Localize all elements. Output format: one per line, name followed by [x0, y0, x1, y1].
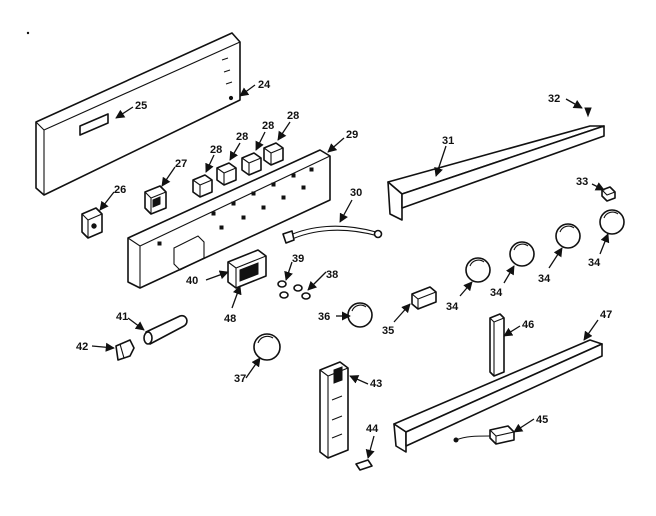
part-25-window-opening — [79, 113, 109, 136]
part-24-back-panel — [35, 32, 241, 196]
callout-40: 40 — [186, 275, 198, 287]
callout-30: 30 — [350, 187, 362, 199]
callout-28-a: 28 — [210, 144, 222, 156]
part-35-block — [411, 286, 437, 310]
callout-26: 26 — [114, 184, 126, 196]
part-37-knob — [253, 333, 281, 361]
callout-41: 41 — [116, 311, 128, 323]
callout-38: 38 — [326, 269, 338, 281]
part-27-bracket — [144, 185, 167, 215]
callout-32: 32 — [548, 93, 560, 105]
callout-47: 47 — [600, 309, 612, 321]
callout-34-d: 34 — [588, 257, 601, 269]
part-41-tube — [143, 314, 188, 345]
part-39-nuts — [277, 280, 289, 299]
part-31-rail — [387, 125, 605, 221]
callout-46: 46 — [522, 319, 534, 331]
callout-36: 36 — [318, 311, 330, 323]
callout-34-c: 34 — [538, 273, 551, 285]
callout-25: 25 — [135, 100, 147, 112]
part-29-control-panel — [127, 149, 331, 289]
part-30-wire-lead — [282, 225, 383, 244]
part-34-knob-3 — [555, 223, 581, 249]
part-28-switch-1 — [192, 174, 213, 198]
part-34-knob-2 — [509, 241, 535, 267]
part-32-screw — [584, 107, 592, 118]
part-44-cap — [355, 459, 373, 471]
callout-43: 43 — [370, 378, 382, 390]
part-42-fitting — [115, 339, 135, 361]
callout-37: 37 — [234, 373, 246, 385]
callout-27: 27 — [175, 158, 187, 170]
part-28-switch-4 — [263, 142, 284, 166]
callout-39: 39 — [292, 253, 304, 265]
callout-34-a: 34 — [446, 301, 459, 313]
part-45-plug — [453, 425, 515, 445]
part-28-switch-3 — [241, 152, 262, 176]
speck-mark — [26, 31, 30, 35]
part-34-knob-1 — [465, 257, 491, 283]
part-40-timer-housing — [227, 249, 267, 289]
callout-45: 45 — [536, 414, 548, 426]
part-28-switch-2 — [216, 162, 237, 186]
part-46-post — [489, 313, 505, 377]
callout-33: 33 — [576, 176, 588, 188]
leader-arrows — [91, 84, 610, 459]
callout-24: 24 — [258, 79, 271, 91]
part-47-bottom-rail — [393, 339, 603, 453]
callout-29: 29 — [346, 129, 358, 141]
callout-34-b: 34 — [490, 287, 503, 299]
part-36-knob — [347, 302, 373, 328]
callout-28-c: 28 — [262, 120, 274, 132]
callout-42: 42 — [76, 341, 88, 353]
part-34-knob-4 — [599, 209, 625, 235]
callout-28-d: 28 — [287, 110, 299, 122]
callout-35: 35 — [382, 325, 394, 337]
part-43-vertical-bracket — [319, 361, 349, 459]
part-38-washers — [293, 284, 311, 300]
callout-28-b: 28 — [236, 131, 248, 143]
part-33-clip — [601, 186, 616, 202]
part-26-clip — [81, 207, 103, 239]
callout-44: 44 — [366, 423, 379, 435]
callout-31: 31 — [442, 135, 454, 147]
callout-48: 48 — [224, 313, 236, 325]
